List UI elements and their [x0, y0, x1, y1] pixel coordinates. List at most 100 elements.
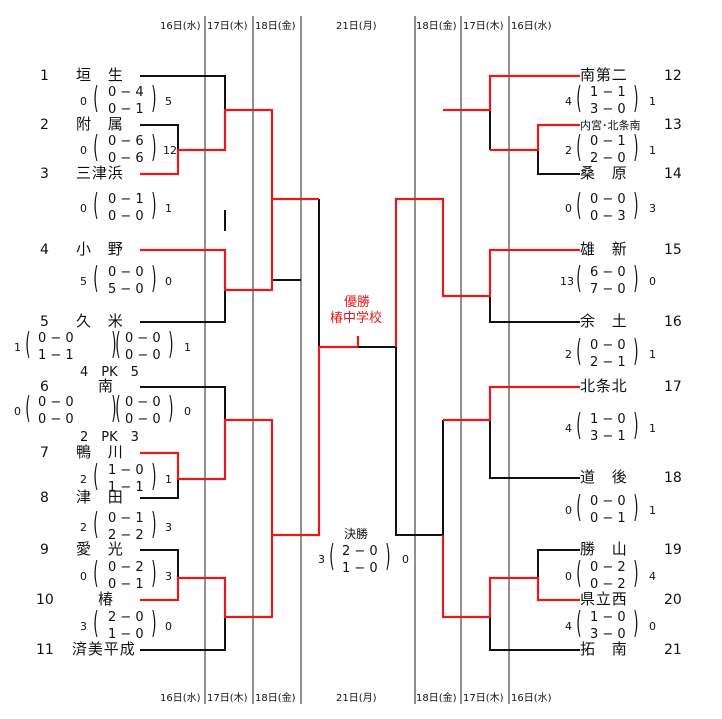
paren-right: ): [151, 606, 157, 641]
score-half: 0 − 2: [590, 577, 626, 592]
score-half: 0 − 0: [108, 265, 144, 280]
paren-right: ): [633, 490, 639, 525]
score-total: 4: [649, 570, 656, 583]
date-final-bottom: 21日(月): [336, 693, 377, 704]
score-total: 1: [165, 202, 172, 215]
score-total: 1: [649, 504, 656, 517]
seed-2: 2: [40, 117, 49, 133]
team-8: 津 田: [76, 488, 124, 506]
seed-19: 19: [664, 542, 682, 558]
seed-3: 3: [40, 166, 49, 182]
paren-right: ): [633, 606, 639, 641]
score-half: 0 − 1: [108, 511, 144, 526]
paren-right: ): [633, 334, 639, 369]
score-half: 1 − 0: [590, 610, 626, 625]
score-total: 3: [80, 620, 87, 633]
date-r2-left-bottom: 17日(木): [207, 693, 248, 704]
team-18: 道 後: [580, 468, 628, 486]
score-extra: 0 − 0: [125, 348, 161, 363]
right-loser-lines: [442, 110, 580, 651]
seed-11: 11: [36, 642, 54, 658]
paren-left: (: [25, 391, 31, 426]
paren-right: ): [151, 261, 157, 296]
date-r1-right-top: 16日(水): [511, 21, 552, 32]
score-half: 6 − 0: [590, 265, 626, 280]
seed-1: 1: [40, 68, 49, 84]
score-half: 0 − 1: [590, 511, 626, 526]
team-15: 雄 新: [580, 240, 628, 258]
date-r3-right-top: 18日(金): [416, 21, 457, 32]
score-half: 0 − 2: [590, 560, 626, 575]
score-total: 0: [14, 405, 21, 418]
team-6: 南: [98, 377, 114, 395]
team-16: 余 土: [580, 312, 628, 330]
seed-12: 12: [664, 68, 682, 84]
paren-left: (: [329, 539, 335, 574]
score-extra: 0 − 0: [125, 412, 161, 427]
paren-left: (: [25, 327, 31, 362]
score-total: 0: [165, 620, 172, 633]
score-total: 4: [565, 422, 572, 435]
score-half: 1 − 1: [38, 348, 74, 363]
paren-right: ): [633, 261, 639, 296]
date-final-top: 21日(月): [336, 21, 377, 32]
score-half: 0 − 4: [108, 85, 144, 100]
score-half: 3 − 1: [590, 429, 626, 444]
paren-mid: ): [111, 391, 117, 426]
champion-label: 優勝: [344, 295, 371, 310]
date-r3-right-bottom: 18日(金): [416, 693, 457, 704]
paren-mid: (: [115, 327, 121, 362]
seed-6: 6: [40, 379, 49, 395]
paren-left: (: [576, 408, 582, 443]
paren-left: (: [93, 81, 99, 116]
final-connector: [358, 346, 443, 536]
team-17: 北条北: [580, 377, 628, 395]
date-r2-right-top: 17日(木): [463, 21, 504, 32]
final-score-total: 0: [402, 553, 409, 566]
team-3: 三津浜: [76, 164, 124, 182]
score-half: 0 − 0: [108, 209, 144, 224]
team-14: 桑 原: [580, 164, 628, 182]
score-total: 3: [165, 570, 172, 583]
score-half: 0 − 0: [38, 412, 74, 427]
paren-right: ): [168, 391, 174, 426]
score-total: 1: [165, 473, 172, 486]
date-r2-right-bottom: 17日(木): [463, 693, 504, 704]
score-half: 0 − 1: [108, 192, 144, 207]
score-half: 1 − 1: [108, 480, 144, 495]
score-half: 0 − 1: [108, 577, 144, 592]
paren-left: (: [576, 556, 582, 591]
paren-left: (: [576, 188, 582, 223]
paren-mid: ): [111, 327, 117, 362]
paren-right: ): [151, 130, 157, 165]
paren-left: (: [576, 81, 582, 116]
score-total: 1: [14, 341, 21, 354]
paren-left: (: [576, 334, 582, 369]
seed-4: 4: [40, 242, 49, 258]
date-r1-left-bottom: 16日(水): [160, 693, 201, 704]
score-half: 2 − 1: [590, 355, 626, 370]
seed-17: 17: [664, 379, 682, 395]
score-total: 5: [80, 275, 87, 288]
score-half: 0 − 1: [590, 134, 626, 149]
score-total: 2: [565, 144, 572, 157]
paren-right: ): [151, 81, 157, 116]
date-r3-left-bottom: 18日(金): [255, 693, 296, 704]
seed-10: 10: [36, 592, 54, 608]
team-11: 済美平成: [72, 640, 136, 658]
paren-left: (: [93, 556, 99, 591]
score-half: 1 − 1: [590, 85, 626, 100]
score-total: 0: [80, 202, 87, 215]
final-score-half: 2 − 0: [342, 544, 378, 559]
seed-7: 7: [40, 445, 49, 461]
paren-right: ): [633, 81, 639, 116]
paren-left: (: [93, 130, 99, 165]
score-half: 0 − 6: [108, 151, 144, 166]
score-total: 0: [565, 504, 572, 517]
team-20: 県立西: [580, 590, 628, 608]
paren-mid: (: [115, 391, 121, 426]
team-5: 久 米: [76, 312, 124, 330]
score-half: 5 − 0: [108, 282, 144, 297]
seed-15: 15: [664, 242, 682, 258]
